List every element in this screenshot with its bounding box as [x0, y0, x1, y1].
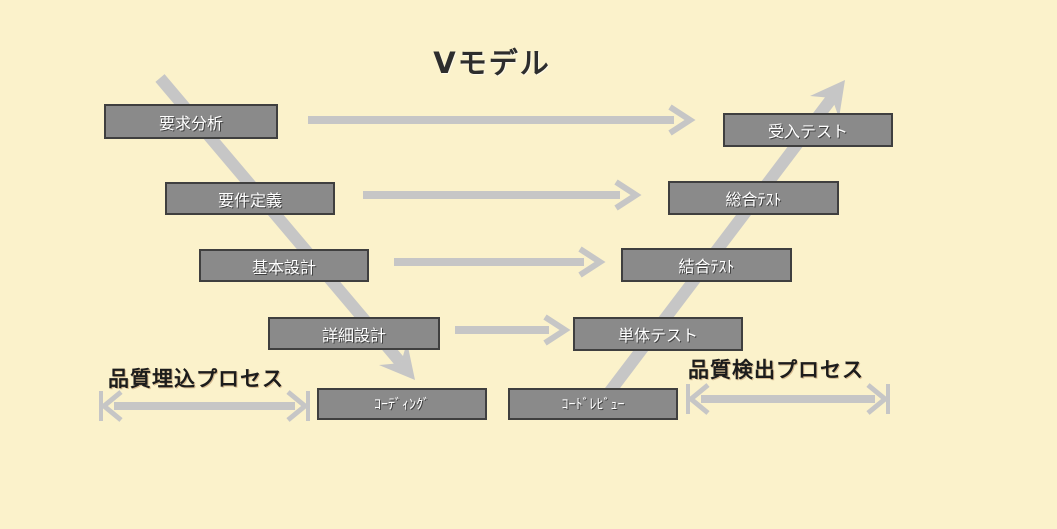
- phase-box-requirements-definition: 要件定義: [165, 182, 335, 215]
- arrow-basic-design-to-integration-test: [394, 246, 606, 278]
- arrow-definition-to-system-test: [363, 179, 642, 211]
- phase-box-basic-design: 基本設計: [199, 249, 369, 282]
- page-title: Vモデル: [433, 46, 551, 80]
- arrow-detailed-design-to-unit-test: [455, 314, 571, 346]
- phase-box-unit-test: 単体テスト: [573, 317, 743, 351]
- quality-embed-process-label: 品質埋込プロセス: [108, 367, 284, 391]
- phase-box-coding: ｺｰﾃﾞｨﾝｸﾞ: [317, 388, 487, 420]
- arrow-requirements-to-acceptance: [308, 104, 696, 136]
- phase-box-requirements-analysis: 要求分析: [104, 104, 278, 139]
- phase-box-system-test: 総合ﾃｽﾄ: [668, 181, 839, 215]
- phase-box-code-review: ｺｰﾄﾞﾚﾋﾞｭｰ: [508, 388, 678, 420]
- phase-box-integration-test: 結合ﾃｽﾄ: [621, 248, 792, 282]
- phase-box-acceptance-test: 受入テスト: [723, 113, 893, 147]
- phase-box-detailed-design: 詳細設計: [268, 317, 440, 350]
- quality-embed-span-arrow: [99, 390, 310, 422]
- quality-detect-span-arrow: [686, 383, 890, 415]
- quality-detect-process-label: 品質検出プロセス: [688, 358, 864, 382]
